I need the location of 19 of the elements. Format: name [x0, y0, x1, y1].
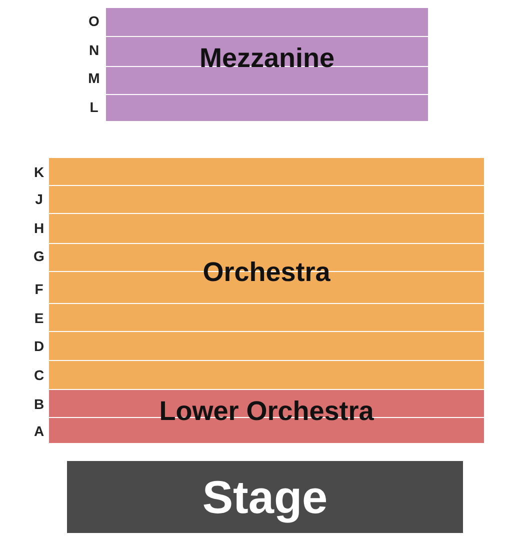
section-label: Mezzanine — [199, 43, 335, 75]
row-letter: J — [34, 191, 44, 207]
seating-section — [106, 8, 428, 121]
row-letter: O — [88, 13, 100, 29]
row-letter: M — [87, 70, 101, 86]
row-letter: G — [32, 248, 46, 264]
row-letter: D — [32, 338, 46, 354]
row-letter: N — [88, 42, 100, 58]
row-letter: K — [32, 164, 46, 180]
row-letter: A — [32, 423, 46, 439]
stage-label: Stage — [202, 470, 328, 524]
row-letter: H — [32, 220, 46, 236]
stage-block — [67, 461, 463, 533]
row-letter: E — [33, 310, 45, 326]
row-letter: B — [32, 396, 46, 412]
row-letter: L — [88, 99, 100, 115]
row-letter: F — [34, 281, 44, 297]
row-letter: C — [32, 367, 46, 383]
seating-section — [49, 158, 484, 389]
